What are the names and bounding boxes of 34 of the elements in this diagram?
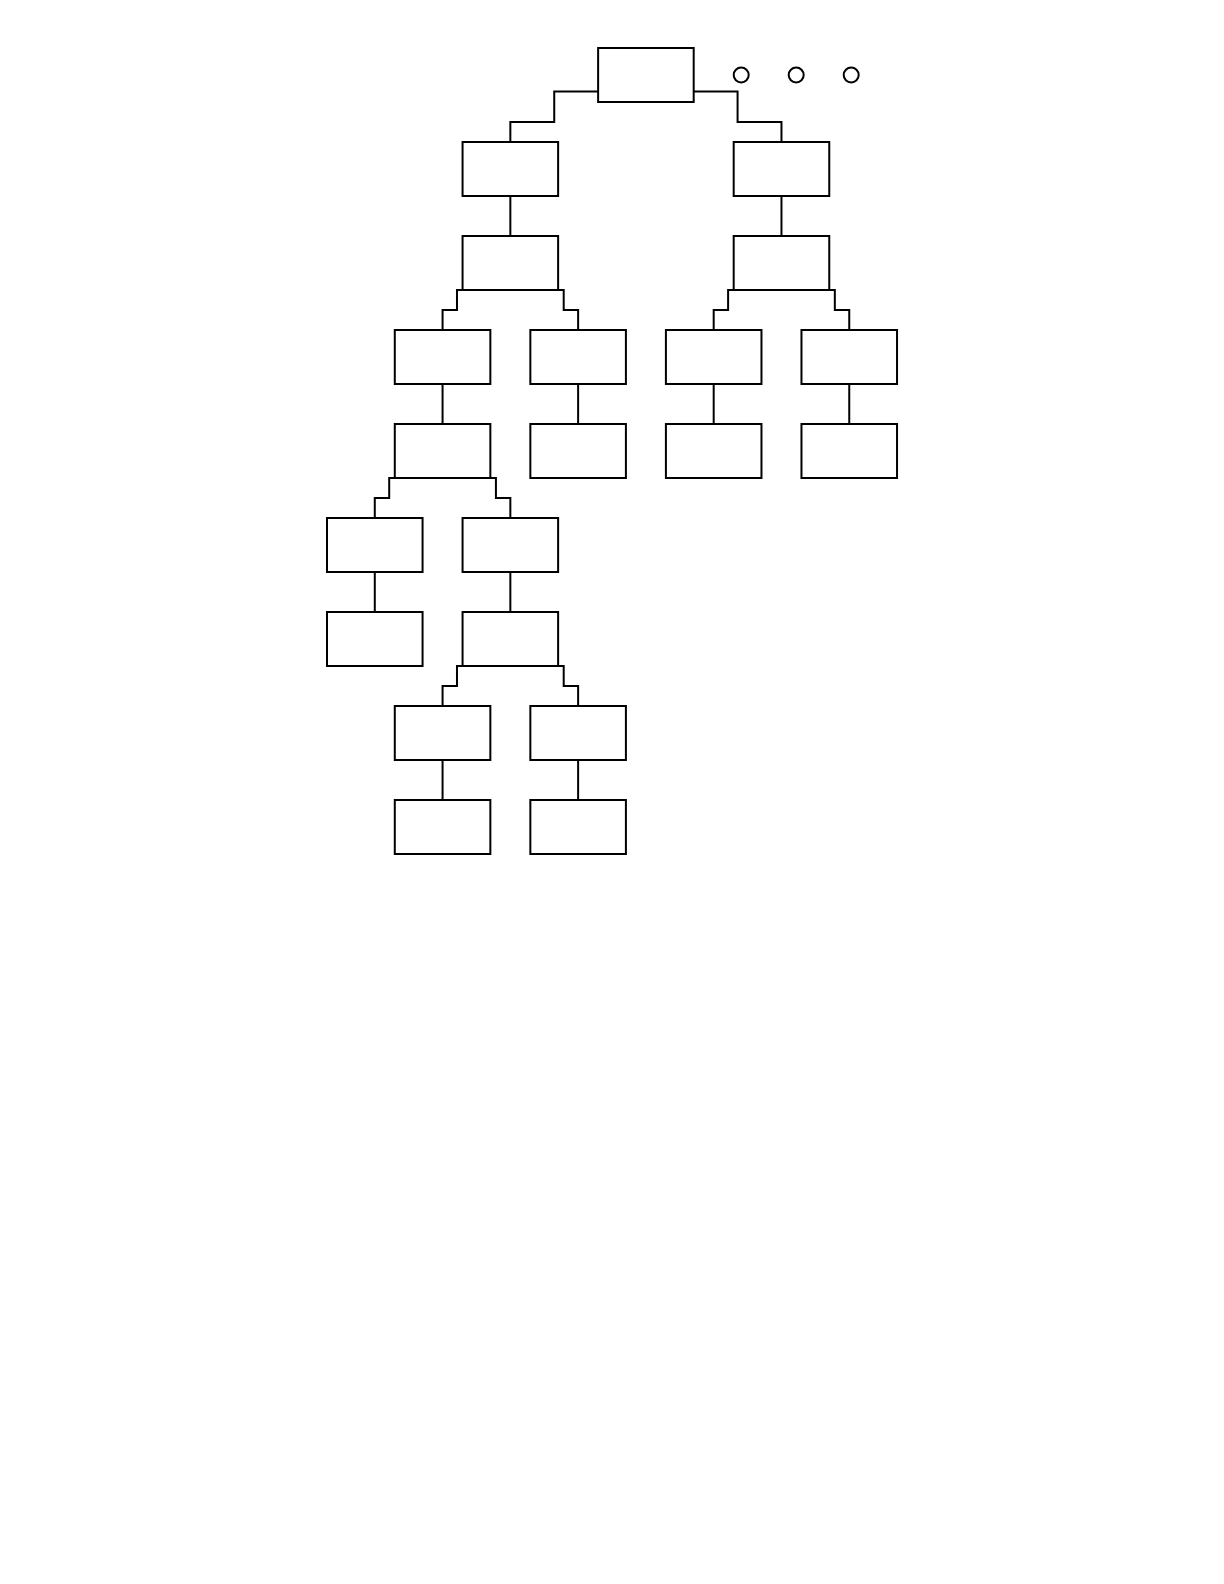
node-circle <box>787 66 805 84</box>
connector <box>712 383 715 425</box>
node-box <box>529 705 627 761</box>
node-box <box>529 329 627 385</box>
node-box <box>732 235 831 291</box>
node-box <box>732 141 831 197</box>
node-box <box>326 611 424 667</box>
connector <box>373 571 376 613</box>
connector <box>509 571 512 613</box>
node-box <box>461 141 560 197</box>
connector <box>577 383 580 425</box>
node-circle <box>732 66 750 84</box>
node-box <box>393 799 492 855</box>
node-circle <box>842 66 860 84</box>
node-box <box>800 329 898 385</box>
connector <box>441 383 444 425</box>
node-box <box>393 423 492 479</box>
connector <box>848 383 851 425</box>
connector <box>780 195 783 237</box>
node-box <box>461 235 560 291</box>
node-box <box>529 799 627 855</box>
node-box <box>800 423 898 479</box>
node-box <box>597 47 695 103</box>
node-box <box>461 517 560 573</box>
node-box <box>393 329 492 385</box>
node-box <box>529 423 627 479</box>
connector <box>441 759 444 801</box>
node-box <box>664 329 763 385</box>
node-box <box>393 705 492 761</box>
node-box <box>664 423 763 479</box>
node-box <box>326 517 424 573</box>
connector <box>509 195 512 237</box>
node-box <box>461 611 560 667</box>
connector <box>577 759 580 801</box>
